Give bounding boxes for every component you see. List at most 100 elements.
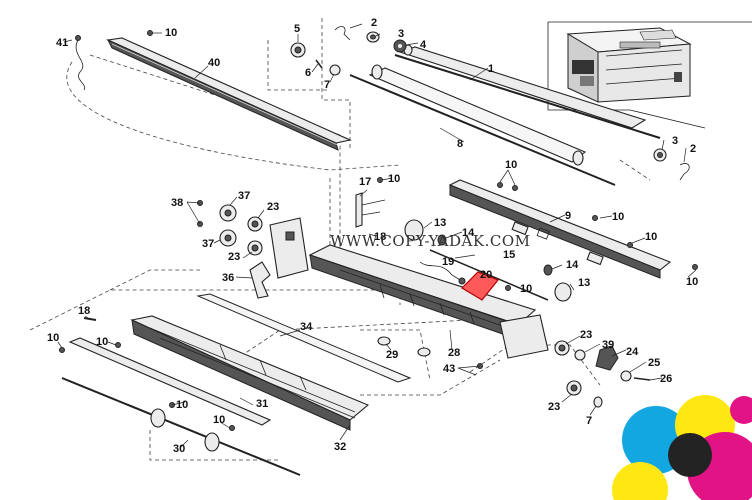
callout-2-right: 2 [690,143,696,155]
part-17-bracket [355,192,386,228]
cmyk-logo [612,395,752,500]
callout-10-a: 10 [165,27,177,39]
callout-13-upper: 13 [434,217,446,229]
callout-18: 18 [374,231,386,243]
leader-lines [57,23,697,449]
part-15-shaft [429,249,549,301]
callout-7: 7 [324,79,330,91]
callout-25: 25 [648,357,660,369]
part-38-screws [197,200,203,227]
lower-frame-32 [130,315,370,431]
part-7-clip-bottom [593,396,603,408]
callout-37-lower: 37 [202,238,214,250]
part-3-bushing [366,31,380,43]
callout-5: 5 [294,23,300,35]
callout-18-left: 18 [78,305,90,317]
callout-38: 38 [171,197,183,209]
callout-20: 20 [480,269,492,281]
part-6-pin [315,59,323,69]
callout-3: 3 [398,28,404,40]
callout-1: 1 [488,63,494,75]
callout-24: 24 [626,346,639,358]
part-10-screws [59,30,698,431]
part-13-roller-upper [404,219,424,241]
part-36-lever [249,261,271,299]
frame-left-end [269,217,309,279]
main-frame-28 [308,244,549,359]
part-31-rail [68,337,272,426]
part-37-gear-upper [219,204,237,222]
callout-3-right: 3 [672,135,678,147]
callout-29: 29 [386,349,398,361]
part-41-wire [75,35,86,91]
callout-28: 28 [448,347,460,359]
part-4-gear [393,39,407,53]
printer-inset [547,21,752,129]
parts-29-bushings [377,336,431,357]
callout-30: 30 [173,443,185,455]
callout-10-c: 10 [505,159,517,171]
callout-10-j: 10 [176,399,188,411]
part-2-clip-right [679,163,690,181]
callout-23-bottom: 23 [548,401,560,413]
part-23-gear-upper [247,216,263,232]
watermark-text: WWW.COPY-YADAK.COM [330,232,530,250]
callout-10-d: 10 [612,211,624,223]
callout-10-f: 10 [686,276,698,288]
callout-10-k: 10 [213,414,225,426]
callout-10-e: 10 [645,231,657,243]
callout-19: 19 [442,256,454,268]
part-9-plate [448,179,672,279]
callout-23-right: 23 [580,329,592,341]
part-26-pin [633,377,651,381]
part-40-bar [106,37,352,151]
callout-13-lower: 13 [578,277,590,289]
callout-2: 2 [371,17,377,29]
callout-26: 26 [660,373,672,385]
part-13-roller-lower [554,282,572,302]
callout-37-upper: 37 [238,190,250,202]
callout-4: 4 [420,39,427,51]
callout-15: 15 [503,249,515,261]
part-3-bushing-right [653,148,667,162]
callout-40: 40 [208,57,220,69]
callout-6: 6 [305,67,311,79]
callout-14-lower: 14 [566,259,579,271]
part-24-gear [595,345,619,371]
callout-23-lower: 23 [228,251,240,263]
part-25-gear [620,370,632,382]
callout-31: 31 [256,398,268,410]
part-23-gear-right [554,340,570,356]
callout-labels: 1 2 2 3 3 4 5 6 7 7 8 9 10 10 10 10 10 1… [47,17,698,455]
part-23-gear-lower [247,240,263,256]
part-8-roller [349,64,616,186]
callout-14-upper: 14 [462,227,475,239]
part-14-bushings [437,234,553,276]
part-1-roller [394,44,661,139]
part-2-clip [334,26,351,41]
callout-41: 41 [56,37,68,49]
callout-10-b: 10 [388,173,400,185]
callout-36: 36 [222,272,234,284]
part-20-highlight [461,271,499,301]
printer-thumbnail [566,27,692,103]
callout-9: 9 [565,210,571,222]
part-34-strip [196,293,412,383]
callout-34: 34 [300,321,313,333]
part-7-bushing [329,64,341,76]
callout-23-upper: 23 [267,201,279,213]
part-19-sensor-wire [419,261,466,285]
callout-39: 39 [602,339,614,351]
part-5-gear [290,42,306,58]
callout-43: 43 [443,363,455,375]
callout-10-i: 10 [96,336,108,348]
callout-7-bottom: 7 [586,415,592,427]
part-30-roller [61,377,301,476]
callout-10-h: 10 [47,332,59,344]
part-23-gear-bottom [566,380,582,396]
callout-10-g: 10 [520,283,532,295]
callout-8: 8 [457,138,463,150]
part-18-screw-left [83,317,97,321]
callout-17: 17 [359,176,371,188]
